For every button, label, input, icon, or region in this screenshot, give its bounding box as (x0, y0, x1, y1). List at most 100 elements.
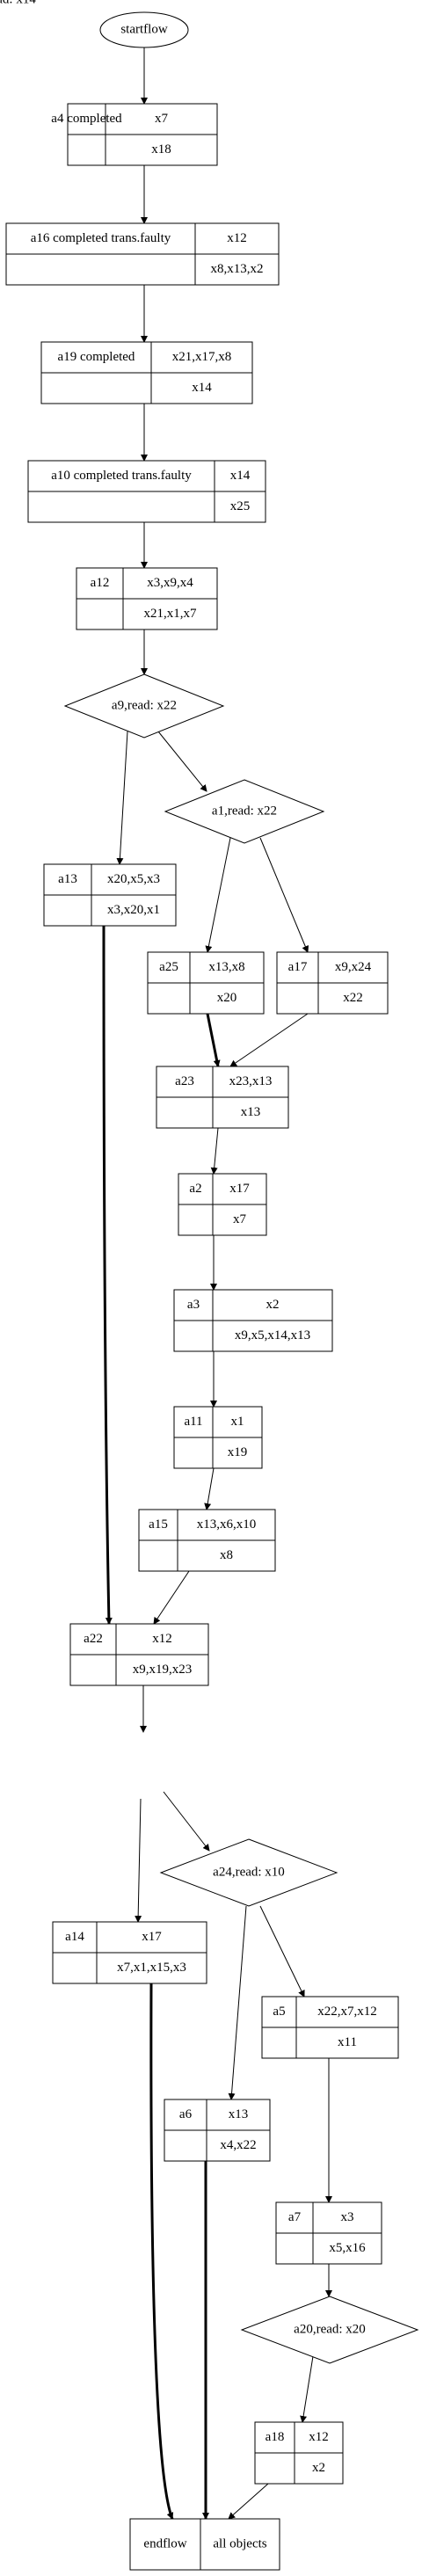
output-objects: x1 (231, 1415, 244, 1429)
decision-label: a9,read: x22 (112, 698, 177, 712)
activity-name: a10 completed trans.faulty (51, 469, 192, 483)
decision-label: a1,read: x22 (212, 804, 277, 818)
edge-a11-to-a15 (204, 1467, 215, 1510)
input-objects: x21,x1,x7 (144, 607, 198, 621)
decision-diamond (164, 779, 325, 844)
input-objects: x13 (241, 1105, 261, 1119)
output-objects: x13,x8 (208, 960, 244, 974)
node-a23: a23 x23,x13 x13 (156, 1066, 289, 1129)
input-objects: x9,x19,x23 (133, 1663, 193, 1677)
node-a19: a19 completed x21,x17,x8 x14 (40, 341, 253, 404)
activity-name: a5 (273, 2005, 285, 2019)
output-objects: x14 (230, 469, 251, 483)
activity-name: a6 (179, 2107, 193, 2121)
node-a7: a7 x3 x5,x16 (275, 2201, 382, 2265)
activity-name: a11 (184, 1415, 202, 1429)
activity-name: a16 completed trans.faulty (31, 231, 171, 245)
end-record-box (129, 2518, 280, 2571)
input-objects: x25 (230, 499, 251, 513)
activity-name: a15 (149, 1517, 168, 1532)
activity-name: a13 (58, 872, 77, 886)
output-objects: x17 (142, 1930, 162, 1944)
output-objects: x13 (229, 2107, 249, 2121)
output-objects: x13,x6,x10 (197, 1517, 257, 1532)
node-a24: a24,read: x10 (159, 1838, 338, 1907)
input-objects: x11 (338, 2035, 357, 2049)
start-ellipse (99, 11, 189, 48)
end-objects-label: all objects (213, 2536, 266, 2551)
edge-a20-to-a18 (300, 2355, 314, 2423)
output-objects: x22,x7,x12 (317, 2005, 377, 2019)
node-a6: a6 x13 x4,x22 (164, 2099, 271, 2162)
output-objects: x2 (266, 1298, 280, 1312)
edge-a14-to-end (149, 1983, 174, 2520)
edge-a15-to-a22 (153, 1570, 190, 1625)
output-objects: x3 (341, 2210, 354, 2224)
node-end: endflow all objects (129, 2518, 280, 2571)
output-objects: x3,x9,x4 (147, 576, 193, 590)
node-start: startflow (99, 11, 189, 48)
edge-a18-to-end (228, 2483, 269, 2520)
input-objects: x22 (343, 991, 363, 1005)
output-objects: x12 (309, 2430, 329, 2444)
activity-name: a17 (288, 960, 308, 974)
input-objects: x2 (312, 2461, 325, 2475)
activity-name: a23 (175, 1074, 194, 1088)
edge-a17-to-a23 (229, 1013, 309, 1067)
decision-diamond (240, 2296, 419, 2364)
node-a20: a20,read: x20 (240, 2296, 419, 2364)
output-objects: x21,x17,x8 (172, 350, 232, 364)
activity-name: a7 (288, 2210, 302, 2224)
edge-a21-to-a24 (163, 1791, 210, 1852)
node-a18: a18 x12 x2 (254, 2421, 344, 2485)
edge-a13-to-a22 (102, 925, 113, 1625)
end-label: endflow (143, 2536, 186, 2551)
edge-a25-to-a23 (206, 1013, 221, 1067)
activity-name: a3 (187, 1298, 200, 1312)
input-objects: x19 (228, 1445, 248, 1459)
node-a2: a2 x17 x7 (178, 1173, 267, 1236)
output-objects: x23,x13 (229, 1074, 273, 1088)
node-a16: a16 completed trans.faulty x12 x8,x13,x2 (5, 222, 280, 286)
output-objects: x12 (152, 1632, 172, 1646)
edge-a24-to-a6 (228, 1905, 247, 2100)
output-objects: x12 (227, 231, 247, 245)
node-a10: a10 completed trans.faulty x14 x25 (27, 460, 266, 523)
node-a5: a5 x22,x7,x12 x11 (261, 1996, 399, 2059)
edge-a9-to-a1 (157, 731, 207, 792)
edge-a9-to-a13 (116, 731, 128, 865)
input-objects: x7 (233, 1212, 247, 1226)
input-objects: x18 (151, 142, 171, 156)
start-label: startflow (120, 22, 167, 36)
decision-label: a21,read: x14 (0, 0, 36, 6)
input-objects: x7,x1,x15,x3 (117, 1961, 186, 1975)
input-objects: x5,x16 (329, 2241, 366, 2255)
node-a22: a22 x12 x9,x19,x23 (69, 1623, 209, 1686)
input-objects: x8,x13,x2 (211, 262, 264, 276)
input-objects: x14 (192, 381, 212, 395)
edge-a1-to-a17 (259, 837, 309, 953)
edge-a1-to-a25 (205, 837, 231, 953)
activity-name: a18 (266, 2430, 285, 2444)
activity-name: a22 (84, 1632, 103, 1646)
activity-name: a19 completed (58, 350, 135, 364)
edge-a24-to-a5 (259, 1905, 305, 1997)
input-objects: x20 (217, 991, 237, 1005)
node-a21: a21,read: x14 (0, 0, 36, 6)
activity-name: a25 (159, 960, 178, 974)
decision-label: a20,read: x20 (294, 2322, 366, 2336)
decision-label: a24,read: x10 (213, 1865, 285, 1879)
output-objects: x20,x5,x3 (107, 872, 160, 886)
output-objects: x17 (229, 1182, 250, 1196)
input-objects: x4,x22 (220, 2138, 256, 2152)
input-objects: x8 (220, 1548, 233, 1562)
node-a1: a1,read: x22 (164, 779, 325, 844)
node-a11: a11 x1 x19 (173, 1406, 263, 1469)
activity-name: a2 (189, 1182, 201, 1196)
